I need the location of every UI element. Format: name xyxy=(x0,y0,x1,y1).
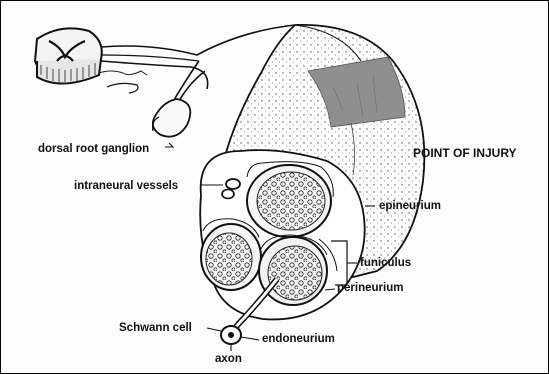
label-intraneural-vessels: intraneural vessels xyxy=(74,181,178,193)
label-endoneurium: endoneurium xyxy=(262,334,335,346)
label-point-of-injury: POINT OF INJURY xyxy=(413,147,517,159)
label-schwann-cell: Schwann cell xyxy=(119,323,192,335)
label-funiculus: funiculus xyxy=(360,258,411,270)
spinal-cord-section xyxy=(35,28,102,83)
label-epineurium: epineurium xyxy=(379,201,441,213)
dorsal-root-ganglion-shape xyxy=(153,99,191,137)
label-dorsal-root-ganglion: dorsal root ganglion xyxy=(38,144,149,156)
label-axon: axon xyxy=(215,354,242,366)
label-perineurium: perineurium xyxy=(337,283,403,295)
artist-signature xyxy=(99,71,147,75)
